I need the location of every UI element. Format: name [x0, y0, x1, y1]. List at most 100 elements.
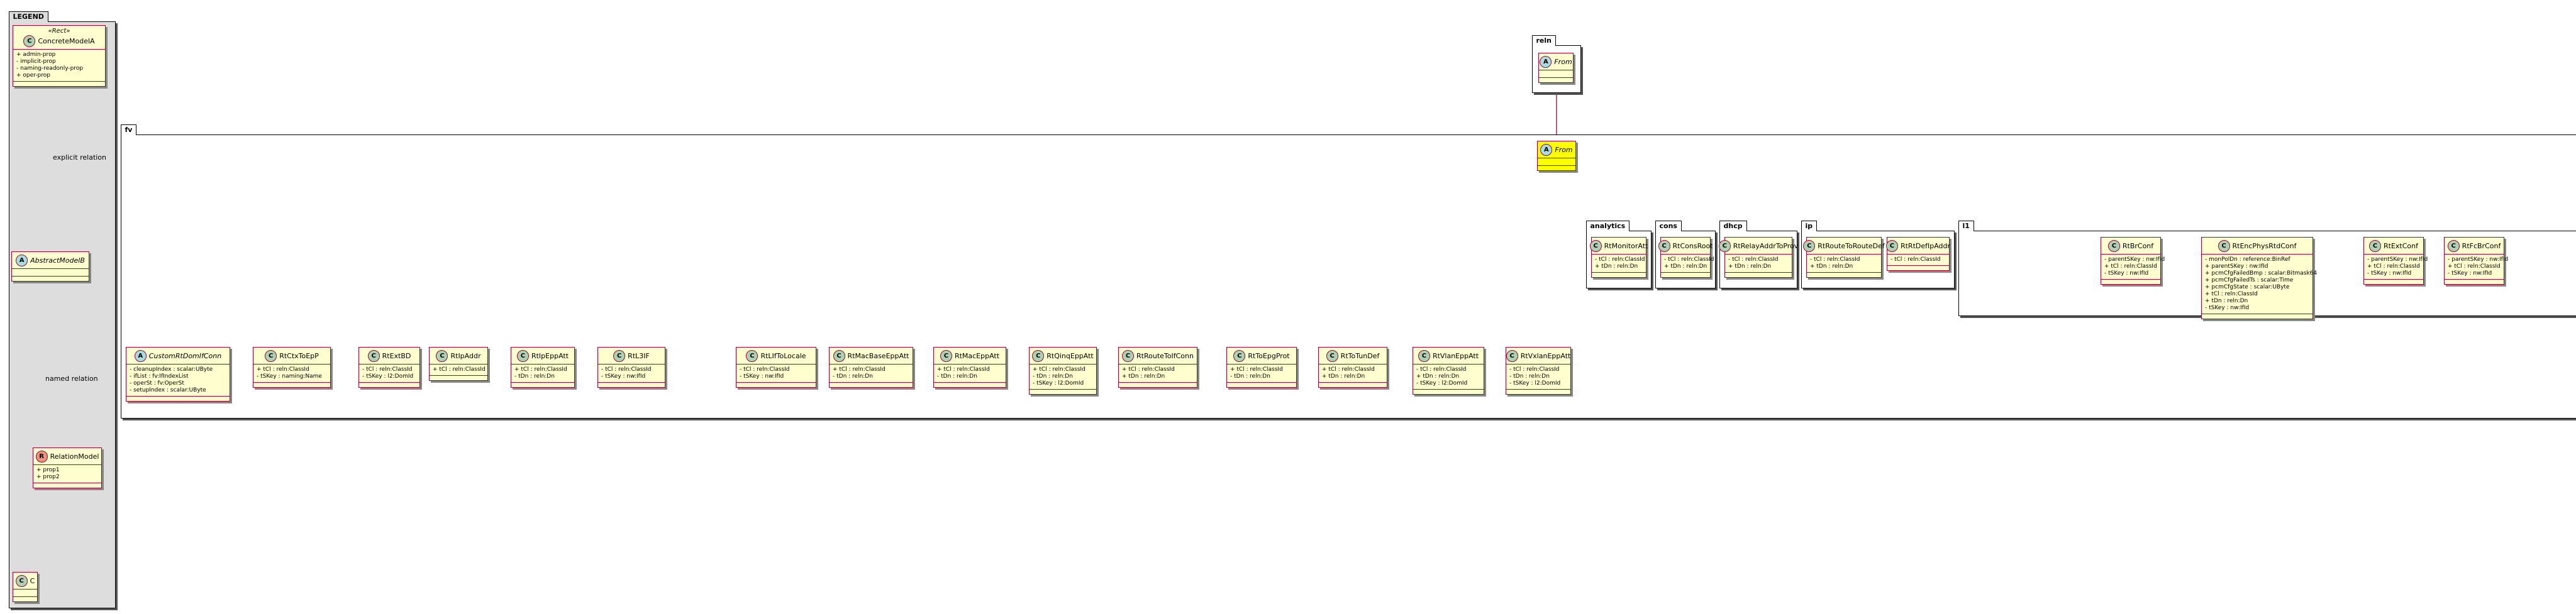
class-circle-icon: C [1233, 350, 1246, 362]
class-name: RtExtBD [382, 352, 411, 360]
legend-package-title: LEGEND [8, 11, 48, 22]
class-circle-icon: C [15, 575, 28, 587]
class-attributes [1539, 70, 1573, 77]
attribute: + tDn : reln:Dn [1122, 373, 1165, 380]
attribute: + tCl : reln:ClassId [514, 366, 567, 373]
class-name: RtRelayAddrToProv [1733, 242, 1799, 250]
class-methods [1506, 389, 1570, 394]
class-methods [13, 596, 37, 601]
attribute: - parentSKey : nw:IfId [2448, 256, 2509, 263]
class-attributes: - tCl : reln:ClassId- tSKey : nw:IfId [736, 364, 816, 382]
attribute: - tSKey : l2:DomId [1509, 380, 1561, 386]
l1-package-title: l1 [1958, 221, 1974, 231]
class-attributes: + tCl : reln:ClassId+ tDn : reln:Dn [1119, 364, 1197, 382]
attribute: - tCl : reln:ClassId [601, 366, 652, 373]
class-methods [2202, 314, 2312, 319]
class-circle-icon: A [16, 255, 28, 266]
attribute: - tCl : reln:ClassId [1509, 366, 1560, 373]
class-methods [1030, 389, 1096, 394]
class-name: RtRtDefIpAddr [1900, 242, 1951, 250]
attribute: + tDn : reln:Dn [1416, 373, 1460, 380]
class-attributes: - monPolDn : reference:BinRef+ parentSKe… [2202, 254, 2318, 314]
class-circle-icon: C [1589, 240, 1602, 252]
ip-package-title: ip [1801, 221, 1818, 231]
attribute: + tCl : reln:ClassId [2104, 263, 2157, 270]
class-circle-icon: C [516, 350, 529, 362]
class-name: RtRouteToRouteDef [1818, 242, 1885, 250]
class-name: RtMacBaseEppAtt [847, 352, 909, 360]
class-name: RtFcBrConf [2462, 242, 2501, 250]
attribute: + tCl : reln:ClassId [833, 366, 886, 373]
attribute: - tDn : reln:Dn [833, 373, 873, 380]
class-methods [1539, 77, 1573, 82]
attribute: + pcmCfgFailedTs : scalar:Time [2205, 277, 2294, 283]
class-methods [1725, 272, 1792, 277]
class-name: RtMonitorAtt [1604, 242, 1648, 250]
class-name: RtRouteToIfConn [1136, 352, 1194, 360]
class-attributes: + tCl : reln:ClassId- tDn : reln:Dn [830, 364, 913, 382]
attribute: - tSKey : nw:IfId [601, 373, 646, 380]
class-name: AbstractModelB [30, 256, 85, 265]
class-circle-icon: R [35, 451, 48, 463]
class-name: RtExtConf [2384, 242, 2418, 250]
class-circle-icon: C [2447, 240, 2460, 252]
class-circle-icon: C [833, 350, 845, 362]
class-methods [126, 396, 230, 401]
class-methods [2101, 279, 2160, 284]
class-circle-icon: C [1326, 350, 1338, 362]
attribute: + tDn : reln:Dn [1322, 373, 1365, 380]
class-attributes: + admin-prop - implicit-prop - naming-re… [13, 49, 105, 81]
class-circle-icon: C [613, 350, 626, 362]
class-name: RelationModel [50, 452, 99, 461]
attribute: + pcmCfgFailedBmp : scalar:Bitmask64 [2205, 270, 2318, 277]
class-circle-icon: C [1885, 240, 1898, 252]
class-circle-icon: C [1718, 240, 1731, 252]
class-attributes: - tCl : reln:ClassId+ tDn : reln:Dn- tSK… [1413, 364, 1484, 389]
attribute: - parentSKey : nw:IfId [2104, 256, 2165, 263]
attribute: - naming-readonly-prop [16, 65, 84, 72]
fv-package-title: fv [120, 124, 137, 135]
attribute: + tCl : reln:ClassId [2367, 263, 2420, 270]
class-circle-icon: C [1418, 350, 1430, 362]
attribute: + tDn : reln:Dn [1664, 263, 1707, 270]
class-attributes: + tCl : reln:ClassId- tDn : reln:Dn [511, 364, 574, 382]
class-name: From [1554, 58, 1572, 66]
attribute: - tCl : reln:ClassId [1416, 366, 1467, 373]
explicit-relation-label: explicit relation [53, 153, 107, 162]
class-circle-icon: C [436, 350, 448, 362]
stereotype-label: «Rect» [48, 28, 70, 35]
class-methods [830, 382, 913, 387]
class-name: RtQinqEppAtt [1046, 352, 1094, 360]
attribute: + tCl : reln:ClassId [433, 366, 486, 373]
